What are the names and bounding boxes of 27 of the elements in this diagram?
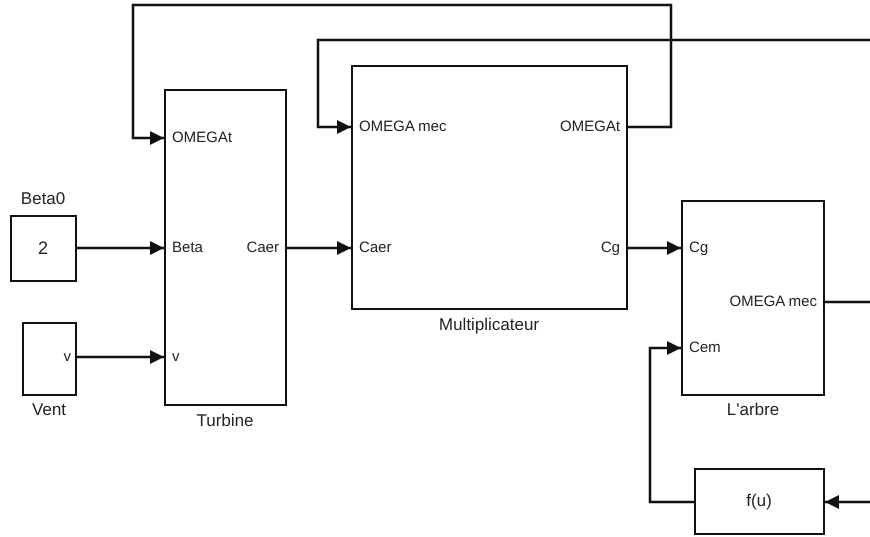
block-name: Beta0 [20, 189, 66, 209]
port-label: Cem [689, 339, 721, 357]
port-label: OMEGA mec [359, 118, 447, 136]
port-label: Caer [359, 239, 392, 257]
signal-arrow [628, 241, 681, 255]
port-label: v [64, 348, 71, 366]
port-label: Cg [600, 239, 620, 257]
port-label: OMEGAt [560, 118, 620, 136]
signal-arrow [648, 341, 694, 504]
block-name: Multiplicateur [438, 315, 540, 335]
port-label: Caer [246, 239, 279, 257]
port-label: OMEGA mec [729, 293, 817, 311]
signal-arrow [316, 38, 870, 134]
signal-arrow [132, 4, 672, 145]
signal-arrow [77, 350, 164, 364]
block-name: Vent [32, 400, 66, 420]
port-label: v [172, 348, 180, 366]
port-label: OMEGAt [172, 129, 232, 147]
port-label: 2 [38, 239, 48, 257]
signal-arrow [825, 495, 870, 509]
block-name: L'arbre [726, 400, 780, 420]
port-label: Cg [689, 239, 708, 257]
block-name: Turbine [196, 411, 254, 431]
port-label: Beta [172, 239, 203, 257]
port-label: f(u) [746, 492, 772, 510]
signal-arrow [77, 241, 164, 255]
signal-arrow [287, 241, 351, 255]
